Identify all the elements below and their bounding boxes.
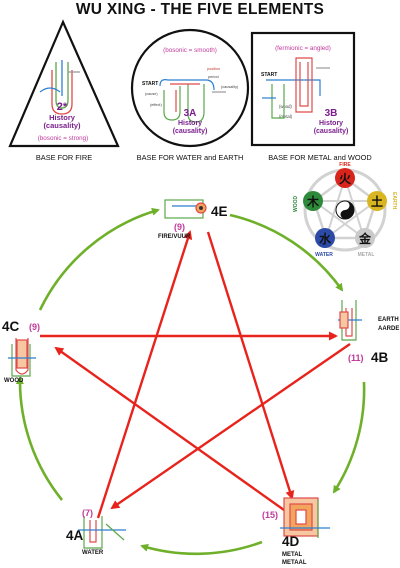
emblem-metal-label: METAL: [358, 252, 375, 258]
arc-earth-to-metal: [332, 381, 366, 494]
node-fire-code: 4E: [211, 204, 228, 219]
node-water-code: 4A: [66, 528, 84, 543]
emblem-fire-char: 火: [339, 172, 352, 186]
arrow-metal-to-wood: [54, 346, 285, 511]
label-period: period: [208, 75, 219, 79]
generating-cycle: [15, 207, 366, 556]
node-sketch-wood: [8, 338, 36, 377]
node-earth-num: (11): [348, 353, 364, 363]
node-water-num: (7): [82, 508, 93, 518]
node-sketch-metal: [280, 497, 330, 538]
emblem-fire-disc: [335, 168, 355, 188]
node-fire-name: FIRE/VUUR: [158, 234, 191, 240]
node-earth: EARTH AARDE (11) 4B: [348, 317, 399, 365]
arc-fire-to-earth: [229, 213, 344, 292]
label-wood-small: (wood): [279, 104, 292, 109]
label-cause: (cause): [145, 92, 158, 96]
arrow-water-to-fire: [96, 230, 193, 519]
emblem-water-disc: [315, 228, 335, 248]
base-fire-note: (bosonic = strong): [38, 135, 89, 142]
base-water-earth-id: 3A: [184, 108, 197, 119]
label-effect: (effect): [150, 103, 162, 107]
base-metal-wood-sketch: [262, 57, 330, 119]
controlling-cycle: [40, 230, 351, 519]
arc-metal-to-water: [140, 540, 263, 556]
node-metal-num: (15): [262, 510, 278, 520]
triangle-frame: [8, 19, 120, 148]
arc-wood-to-fire: [38, 207, 160, 311]
base-water-earth-start: START: [142, 81, 158, 87]
emblem-wood-char: 木: [306, 194, 320, 209]
emblem-water-label: WATER: [315, 252, 333, 258]
base-water-earth-panel: (bosonic = smooth) START position period…: [130, 28, 250, 148]
node-wood-name: WOOD: [4, 378, 24, 384]
node-metal-name2: METAAL: [282, 560, 307, 566]
emblem-earth-label: EARTH: [391, 192, 397, 210]
label-causality: (causality): [221, 85, 239, 89]
node-wood-num: (9): [29, 322, 40, 332]
label-metal-small: (metal): [279, 114, 293, 119]
node-water-name: WATER: [82, 550, 104, 556]
node-water: (7) 4A WATER: [66, 508, 104, 556]
base-metal-wood-line2: (causality): [314, 128, 349, 135]
base-fire-id: 2*: [57, 101, 68, 113]
node-earth-name: EARTH: [378, 317, 399, 323]
base-water-earth-note: (bosonic = smooth): [163, 47, 217, 54]
caption-base-water-earth: BASE FOR WATER and EARTH: [136, 153, 244, 162]
emblem-metal-disc: [355, 228, 375, 248]
node-earth-code: 4B: [371, 350, 389, 365]
emblem-wood-label: WOOD: [293, 196, 299, 212]
base-metal-wood-start: START: [261, 72, 277, 78]
arc-water-to-wood: [15, 376, 64, 501]
node-fire: 4E (9) FIRE/VUUR: [158, 204, 228, 240]
base-fire-panel: 2* History (causality) (bosonic = strong…: [8, 19, 120, 148]
node-sketch-earth: [338, 300, 362, 341]
page-title: WU XING - THE FIVE ELEMENTS: [75, 1, 325, 18]
base-water-earth-sketch: [159, 79, 226, 123]
base-metal-wood-line1: History: [319, 120, 343, 127]
square-frame: [250, 31, 356, 147]
emblem-metal-char: 金: [358, 231, 372, 246]
base-fire-line2: (causality): [43, 121, 81, 130]
emblem-water-char: 水: [319, 231, 332, 246]
emblem-earth-disc: [367, 191, 387, 211]
node-wood-code: 4C: [2, 319, 20, 334]
base-fire-line1: History: [49, 113, 76, 122]
yin-yang-icon: [335, 200, 355, 220]
node-metal-name: METAL: [282, 552, 303, 558]
base-metal-wood-id: 3B: [325, 108, 338, 119]
base-fire-sketch: [39, 60, 80, 115]
base-water-earth-line2: (causality): [173, 128, 208, 135]
emblem-fire-label: FIRE: [339, 162, 351, 168]
base-metal-wood-panel: (fermionic = angled) START (wood) (metal…: [250, 31, 356, 147]
wu-xing-emblem: 火 FIRE 土 EARTH 金 METAL 水 WATER 木 WOOD: [293, 162, 397, 258]
node-fire-num: (9): [174, 222, 185, 232]
node-earth-name2: AARDE: [378, 326, 399, 332]
node-wood: 4C (9) WOOD: [2, 319, 40, 384]
node-metal: (15) 4D METAL METAAL: [262, 510, 307, 566]
circle-frame: [130, 28, 250, 148]
node-metal-code: 4D: [282, 534, 300, 549]
base-water-earth-line1: History: [178, 120, 202, 127]
base-metal-wood-note: (fermionic = angled): [275, 45, 331, 52]
caption-base-metal-wood: BASE FOR METAL and WOOD: [268, 153, 372, 162]
emblem-earth-char: 土: [371, 194, 383, 209]
label-position: position: [207, 67, 220, 71]
emblem-wood-disc: [303, 191, 323, 211]
node-sketch-water: [78, 516, 126, 549]
caption-base-fire: BASE FOR FIRE: [35, 153, 93, 162]
arrow-fire-to-metal: [206, 231, 295, 500]
arrow-earth-to-water: [110, 343, 351, 510]
node-sketch-fire: [164, 199, 207, 219]
